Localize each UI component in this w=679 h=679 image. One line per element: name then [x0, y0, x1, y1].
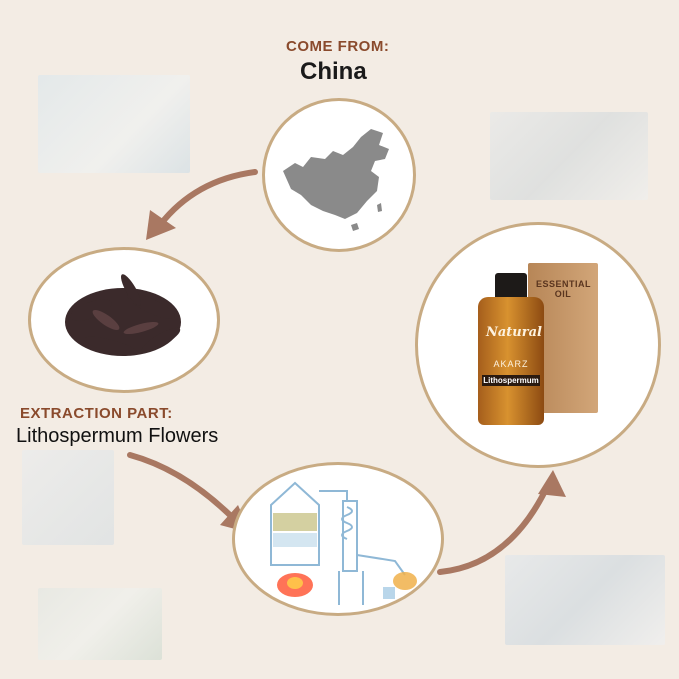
dried-flowers-circle	[28, 247, 220, 393]
lab-photo-mid-left	[22, 450, 114, 545]
origin-country: China	[300, 58, 367, 85]
bottle-body: Natural AKARZ Lithospermum	[478, 297, 544, 425]
distillation-apparatus-image	[270, 481, 417, 605]
arrowhead-3	[538, 470, 566, 497]
dried-flowers-image	[65, 274, 181, 356]
product-box-text: ESSENTIAL OIL	[536, 279, 592, 299]
china-map-circle	[262, 98, 416, 252]
lab-photo-top-right	[490, 112, 648, 200]
china-map-icon	[283, 129, 389, 231]
extraction-part: Lithospermum Flowers	[16, 425, 219, 447]
arrow-map-to-flowers	[157, 169, 258, 228]
product-circle: ESSENTIAL OIL Natural AKARZ Lithospermum	[415, 222, 661, 468]
lab-photo-bottom-left	[38, 588, 162, 660]
bottle-brand: Natural	[486, 325, 542, 340]
arrow-flowers-to-distill	[127, 452, 238, 523]
origin-heading: COME FROM:	[286, 38, 390, 55]
lab-photo-top-left	[38, 75, 190, 173]
bottle-label: Lithospermum	[482, 375, 540, 386]
bottle-maker: AKARZ	[493, 359, 529, 369]
bottle-cap	[495, 273, 527, 297]
lab-photo-bottom-right	[505, 555, 665, 645]
arrow-distill-to-product	[437, 482, 551, 575]
extraction-heading: EXTRACTION PART:	[20, 405, 173, 422]
distillation-circle	[232, 462, 444, 616]
product-bottle: Natural AKARZ Lithospermum	[478, 273, 544, 425]
arrowhead-1	[146, 210, 176, 240]
